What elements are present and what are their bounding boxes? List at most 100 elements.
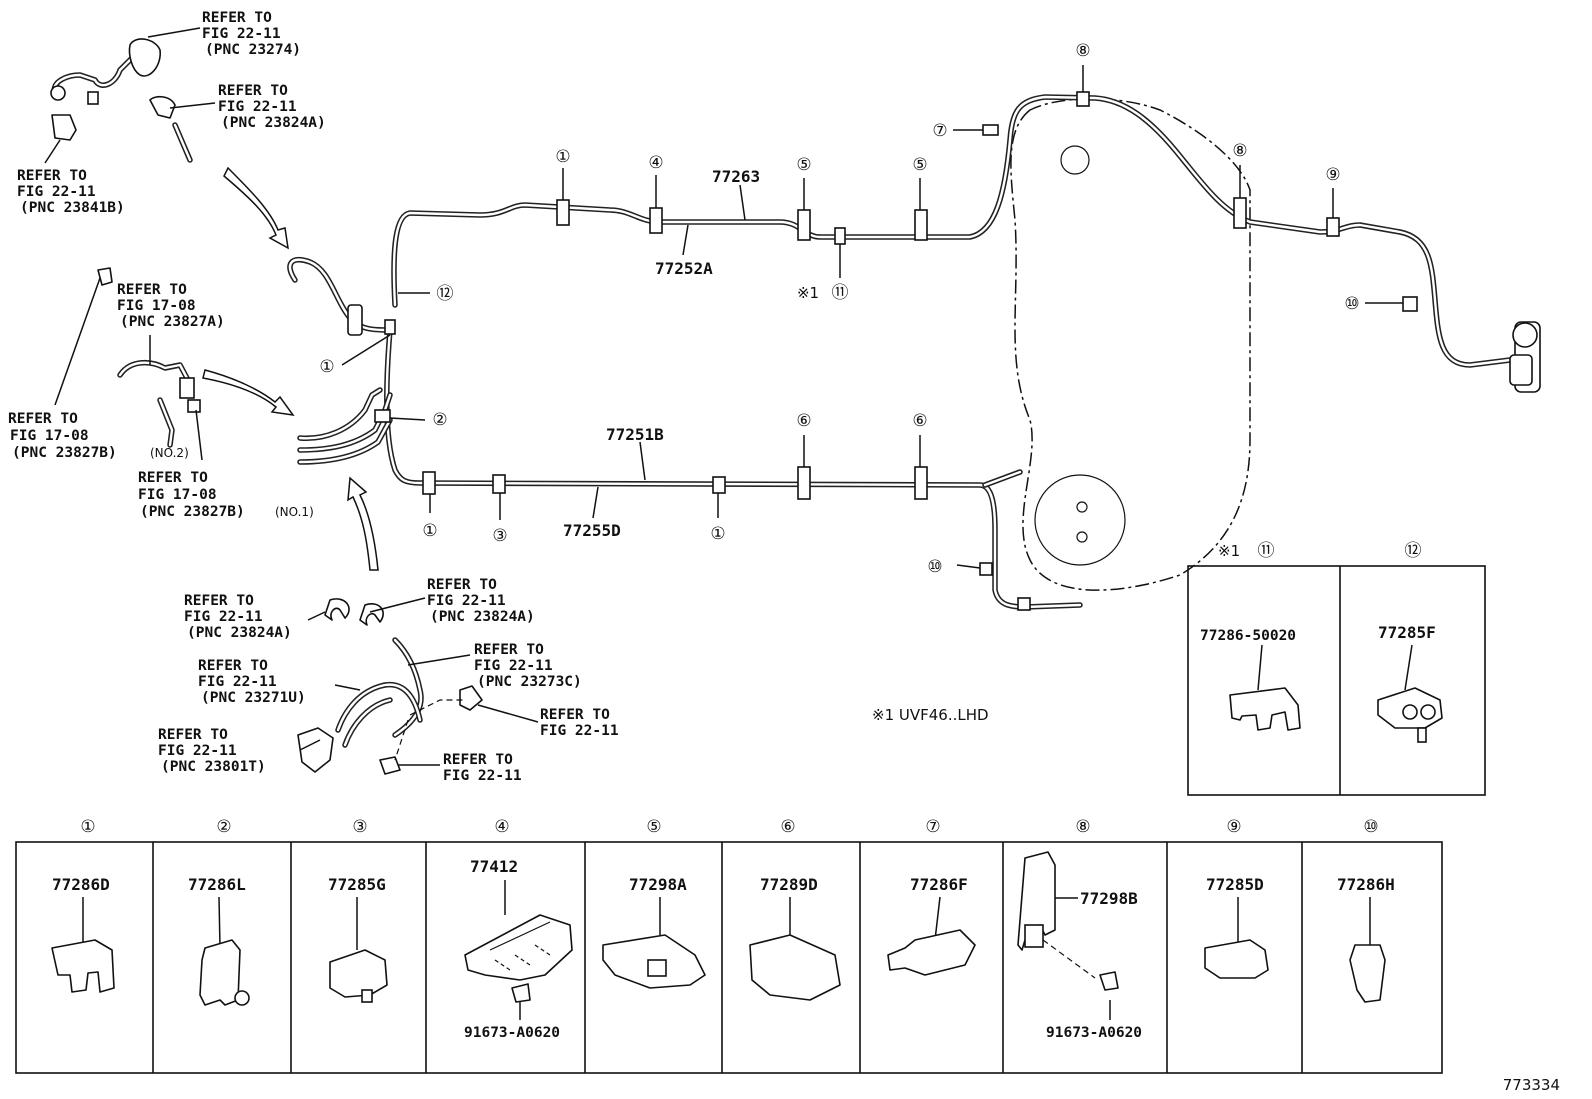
ref12-line2: FIG 22-11 [158,743,237,759]
ref8-line1: REFER TO [427,577,497,593]
table-callout-6: ⑥ [780,817,795,837]
table-callout-7: ⑦ [925,817,940,837]
part-77298b: 77298B [1080,889,1138,908]
tube-labels: 77263 77252A 77251B 77255D [563,167,760,540]
part-77286h: 77286H [1337,875,1395,894]
figure-id: 773334 [1503,1076,1560,1094]
ref10-line1: REFER TO [474,642,544,658]
table-callout-4: ④ [494,817,509,837]
callout-1-lower-b: ① [710,524,725,544]
diagram-callouts: ① ④ ⑤ ⑤ ⑦ ⑧ ⑧ ⑨ ⑩ ※1 ⑪ ⑫ ① ② ① ③ ① ⑥ ⑥ ⑩ [319,41,1359,577]
table-callout-10: ⑩ [1363,817,1378,837]
callout-1-top: ① [555,147,570,167]
ref2-line3: (PNC 23824A) [221,115,326,131]
canister-assembly [1509,321,1541,393]
ref10-line2: FIG 22-11 [474,658,553,674]
bolt-91673-a0620-a: 91673-A0620 [464,1025,560,1041]
table-callout-1: ① [80,817,95,837]
clip-77286f [887,929,976,976]
part-77412: 77412 [470,857,518,876]
ref9-line3: (PNC 23271U) [201,690,306,706]
ref9-line2: FIG 22-11 [198,674,277,690]
ref4-line2: FIG 17-08 [117,298,196,314]
callout-9: ⑨ [1325,165,1340,185]
clip-77285d [1204,939,1269,979]
clip-77286d [51,939,115,993]
ref13-line2: FIG 22-11 [443,768,522,784]
callout-8-b: ⑧ [1232,141,1247,161]
ref5-suffix: (NO.2) [150,446,189,460]
tube-77255d: 77255D [563,521,621,540]
clip-77289d [749,934,841,1001]
table-callout-5: ⑤ [646,817,661,837]
clip-77285g [329,949,388,998]
ref7-line3: (PNC 23824A) [187,625,292,641]
hose-bundle-left [287,257,396,465]
clip-77286l [199,939,241,1006]
ref4-line1: REFER TO [117,282,187,298]
callout-5-a: ⑤ [796,155,811,175]
part-77289d: 77289D [760,875,818,894]
callout-10-right: ⑩ [1344,294,1359,314]
part-77298a: 77298A [629,875,687,894]
ref11-line1: REFER TO [540,707,610,723]
callout-8-a: ⑧ [1075,41,1090,61]
fuel-tank-outline [1010,98,1251,591]
star-mark: ※1 [797,284,819,302]
ref7-line2: FIG 22-11 [184,609,263,625]
ref5-line1: REFER TO [8,411,78,427]
callout-5-b: ⑤ [912,155,927,175]
tube-77251b: 77251B [606,425,664,444]
ref7-line1: REFER TO [184,593,254,609]
callout-3: ③ [492,526,507,546]
ref4-line3: (PNC 23827A) [120,314,225,330]
callout-6-a: ⑥ [796,411,811,431]
part-77285g: 77285G [328,875,386,894]
tube-77263: 77263 [712,167,760,186]
table-callout-2: ② [216,817,231,837]
lower-left-parts: REFER TO FIG 22-11 (PNC 23824A) REFER TO… [158,577,619,784]
callout-1-lower-a: ① [422,521,437,541]
variant-note: ※1 UVF46..LHD [872,706,989,724]
side-callout-12: ⑫ [1405,541,1422,561]
bolt-91673-a0620-b: 91673-A0620 [1046,1025,1142,1041]
ref1-line3: (PNC 23274) [205,42,301,58]
lower-fuel-tube [383,327,1083,610]
ref1-line1: REFER TO [202,10,272,26]
ref3-line3: (PNC 23841B) [20,200,125,216]
side-parts-box: ※1 ⑪ ⑫ 77286-50020 77285F [1187,541,1486,796]
ref5-line3: (PNC 23827B) [12,445,117,461]
part-77286-50020: 77286-50020 [1200,628,1296,644]
tube-77252a: 77252A [655,259,713,278]
ref2-line1: REFER TO [218,83,288,99]
side-callout-11: ⑪ [1258,541,1275,561]
ref3-line1: REFER TO [17,168,87,184]
ref13-line1: REFER TO [443,752,513,768]
ref3-line2: FIG 22-11 [17,184,96,200]
part-77286l: 77286L [188,875,246,894]
table-callout-9: ⑨ [1226,817,1241,837]
part-77286d: 77286D [52,875,110,894]
clip-77286h [1349,944,1386,1003]
ref10-line3: (PNC 23273C) [477,674,582,690]
ref1-line2: FIG 22-11 [202,26,281,42]
part-77285d: 77285D [1206,875,1264,894]
top-left-parts: REFER TO FIG 22-11 (PNC 23274) REFER TO … [17,10,326,216]
direction-arrows [202,166,379,571]
callout-11: ⑪ [832,283,849,303]
ref11-line2: FIG 22-11 [540,723,619,739]
part-77286f: 77286F [910,875,968,894]
ref8-line2: FIG 22-11 [427,593,506,609]
callout-6-b: ⑥ [912,411,927,431]
part-77285f: 77285F [1378,623,1436,642]
parts-table: ① ② ③ ④ ⑤ ⑥ ⑦ ⑧ ⑨ ⑩ 77286D 77286L 77285G… [15,817,1443,1074]
callout-10-lower: ⑩ [927,557,942,577]
ref9-line1: REFER TO [198,658,268,674]
clip-77412 [464,914,573,981]
leader-lines [341,65,1403,569]
table-callout-3: ③ [352,817,367,837]
callout-7: ⑦ [932,121,947,141]
ref12-line3: (PNC 23801T) [161,759,266,775]
ref5-line2: FIG 17-08 [10,428,89,444]
upper-fuel-tube [391,94,1513,368]
